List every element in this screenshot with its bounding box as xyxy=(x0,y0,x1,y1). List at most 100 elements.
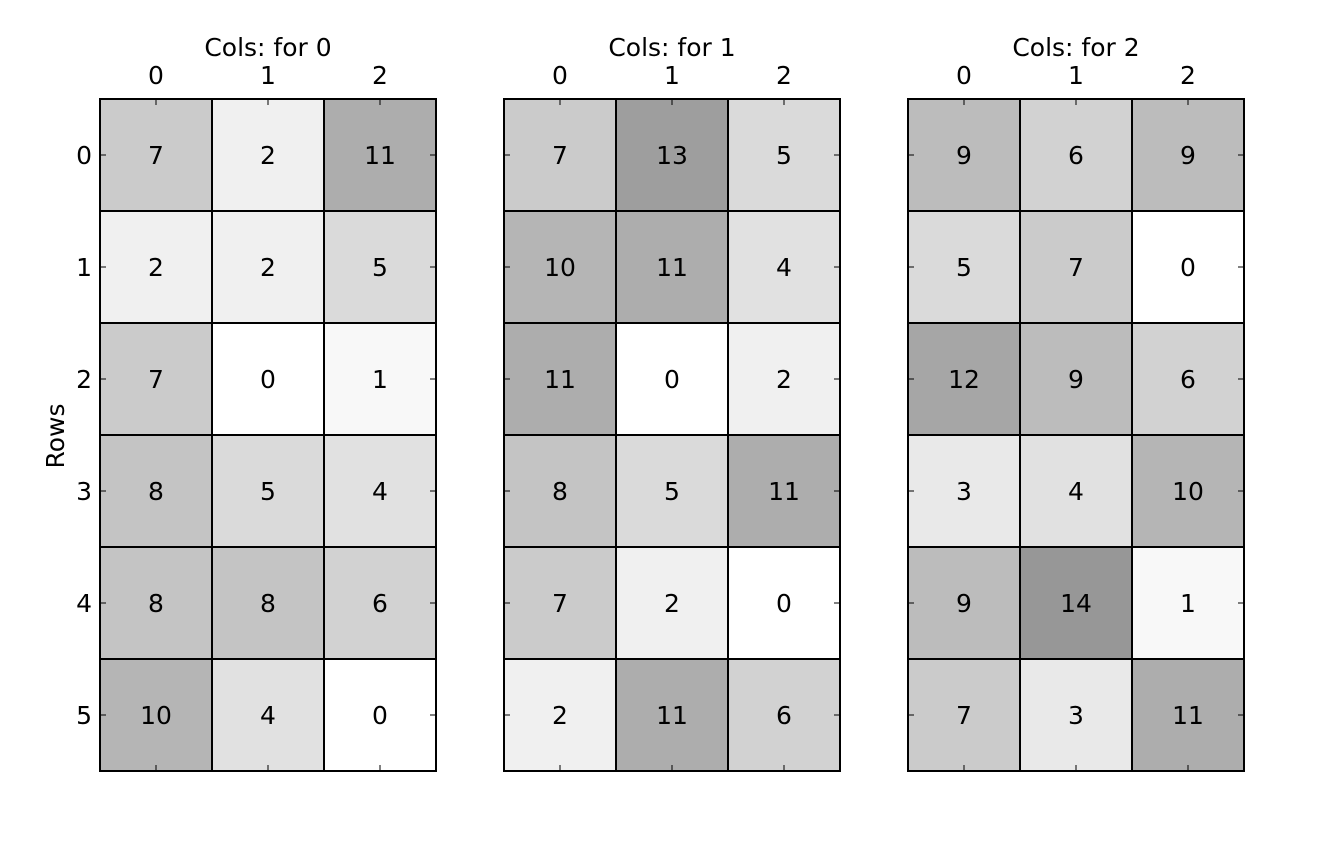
heatmap-cell xyxy=(907,210,1021,324)
y-axis-label: Rows xyxy=(41,403,70,468)
heatmap-cell xyxy=(1131,658,1245,772)
cell-value-label: 9 xyxy=(956,589,972,618)
cell-value-label: 6 xyxy=(1068,141,1084,170)
heatmap-cell xyxy=(727,658,841,772)
y-tick-label: 0 xyxy=(76,141,92,170)
heatmap-cell xyxy=(1019,658,1133,772)
x-tick-label: 0 xyxy=(148,61,164,90)
cell-value-label: 14 xyxy=(1060,589,1092,618)
cell-value-label: 1 xyxy=(1180,589,1196,618)
heatmap-cell xyxy=(615,98,729,212)
cell-value-label: 11 xyxy=(656,701,688,730)
cell-value-label: 8 xyxy=(148,589,164,618)
cell-value-label: 12 xyxy=(948,365,980,394)
cell-value-label: 7 xyxy=(148,141,164,170)
x-tick-label: 1 xyxy=(1068,61,1084,90)
heatmap-cell xyxy=(615,434,729,548)
heatmap-cell xyxy=(211,546,325,660)
cell-value-label: 7 xyxy=(148,365,164,394)
cell-value-label: 6 xyxy=(1180,365,1196,394)
cell-value-label: 10 xyxy=(544,253,576,282)
cell-value-label: 0 xyxy=(260,365,276,394)
heatmap-cell xyxy=(1131,98,1245,212)
cell-value-label: 5 xyxy=(956,253,972,282)
cell-value-label: 8 xyxy=(260,589,276,618)
panel-title: Cols: for 0 xyxy=(204,33,331,62)
cell-value-label: 5 xyxy=(260,477,276,506)
heatmap-cell xyxy=(211,98,325,212)
heatmap-cell xyxy=(323,210,437,324)
heatmap-cell xyxy=(503,658,617,772)
heatmap-cell xyxy=(99,98,213,212)
heatmap-cell xyxy=(1131,546,1245,660)
heatmap-cell xyxy=(211,658,325,772)
cell-value-label: 10 xyxy=(140,701,172,730)
cell-value-label: 6 xyxy=(372,589,388,618)
cell-value-label: 0 xyxy=(1180,253,1196,282)
cell-value-label: 5 xyxy=(664,477,680,506)
heatmap-cell xyxy=(99,434,213,548)
heatmap-cell xyxy=(907,434,1021,548)
x-tick-label: 2 xyxy=(372,61,388,90)
cell-value-label: 4 xyxy=(1068,477,1084,506)
heatmap-cell xyxy=(727,322,841,436)
cell-value-label: 11 xyxy=(656,253,688,282)
cell-value-label: 11 xyxy=(364,141,396,170)
cell-value-label: 2 xyxy=(260,141,276,170)
cell-value-label: 6 xyxy=(776,701,792,730)
cell-value-label: 2 xyxy=(148,253,164,282)
cell-value-label: 7 xyxy=(552,589,568,618)
y-tick-label: 5 xyxy=(76,701,92,730)
cell-value-label: 9 xyxy=(1180,141,1196,170)
heatmap-cell xyxy=(615,546,729,660)
x-tick-label: 2 xyxy=(776,61,792,90)
cell-value-label: 2 xyxy=(552,701,568,730)
heatmap-cell xyxy=(323,434,437,548)
cell-value-label: 4 xyxy=(776,253,792,282)
cell-value-label: 4 xyxy=(372,477,388,506)
cell-value-label: 7 xyxy=(552,141,568,170)
heatmap-cell xyxy=(1019,210,1133,324)
y-tick-label: 3 xyxy=(76,477,92,506)
cell-value-label: 13 xyxy=(656,141,688,170)
cell-value-label: 3 xyxy=(1068,701,1084,730)
cell-value-label: 5 xyxy=(776,141,792,170)
cell-value-label: 9 xyxy=(1068,365,1084,394)
cell-value-label: 11 xyxy=(768,477,800,506)
y-tick-label: 1 xyxy=(76,253,92,282)
x-tick-label: 1 xyxy=(664,61,680,90)
panel-title: Cols: for 2 xyxy=(1012,33,1139,62)
cell-value-label: 7 xyxy=(1068,253,1084,282)
cell-value-label: 8 xyxy=(148,477,164,506)
heatmap-cell xyxy=(907,322,1021,436)
x-tick-label: 2 xyxy=(1180,61,1196,90)
cell-value-label: 11 xyxy=(1172,701,1204,730)
cell-value-label: 4 xyxy=(260,701,276,730)
heatmap-cell xyxy=(907,658,1021,772)
cell-value-label: 10 xyxy=(1172,477,1204,506)
cell-value-label: 0 xyxy=(664,365,680,394)
cell-value-label: 11 xyxy=(544,365,576,394)
y-tick-label: 4 xyxy=(76,589,92,618)
heatmap-cell xyxy=(1019,546,1133,660)
y-tick-label: 2 xyxy=(76,365,92,394)
cell-value-label: 5 xyxy=(372,253,388,282)
cell-value-label: 3 xyxy=(956,477,972,506)
x-tick-label: 0 xyxy=(552,61,568,90)
x-tick-label: 0 xyxy=(956,61,972,90)
cell-value-label: 7 xyxy=(956,701,972,730)
x-tick-label: 1 xyxy=(260,61,276,90)
heatmap-cell xyxy=(907,98,1021,212)
heatmap-cell xyxy=(615,210,729,324)
cell-value-label: 0 xyxy=(372,701,388,730)
cell-value-label: 8 xyxy=(552,477,568,506)
cell-value-label: 2 xyxy=(260,253,276,282)
heatmap-cell xyxy=(615,322,729,436)
cell-value-label: 0 xyxy=(776,589,792,618)
heatmap-cell xyxy=(323,658,437,772)
heatmap-cell xyxy=(1131,322,1245,436)
cell-value-label: 9 xyxy=(956,141,972,170)
cell-value-label: 1 xyxy=(372,365,388,394)
